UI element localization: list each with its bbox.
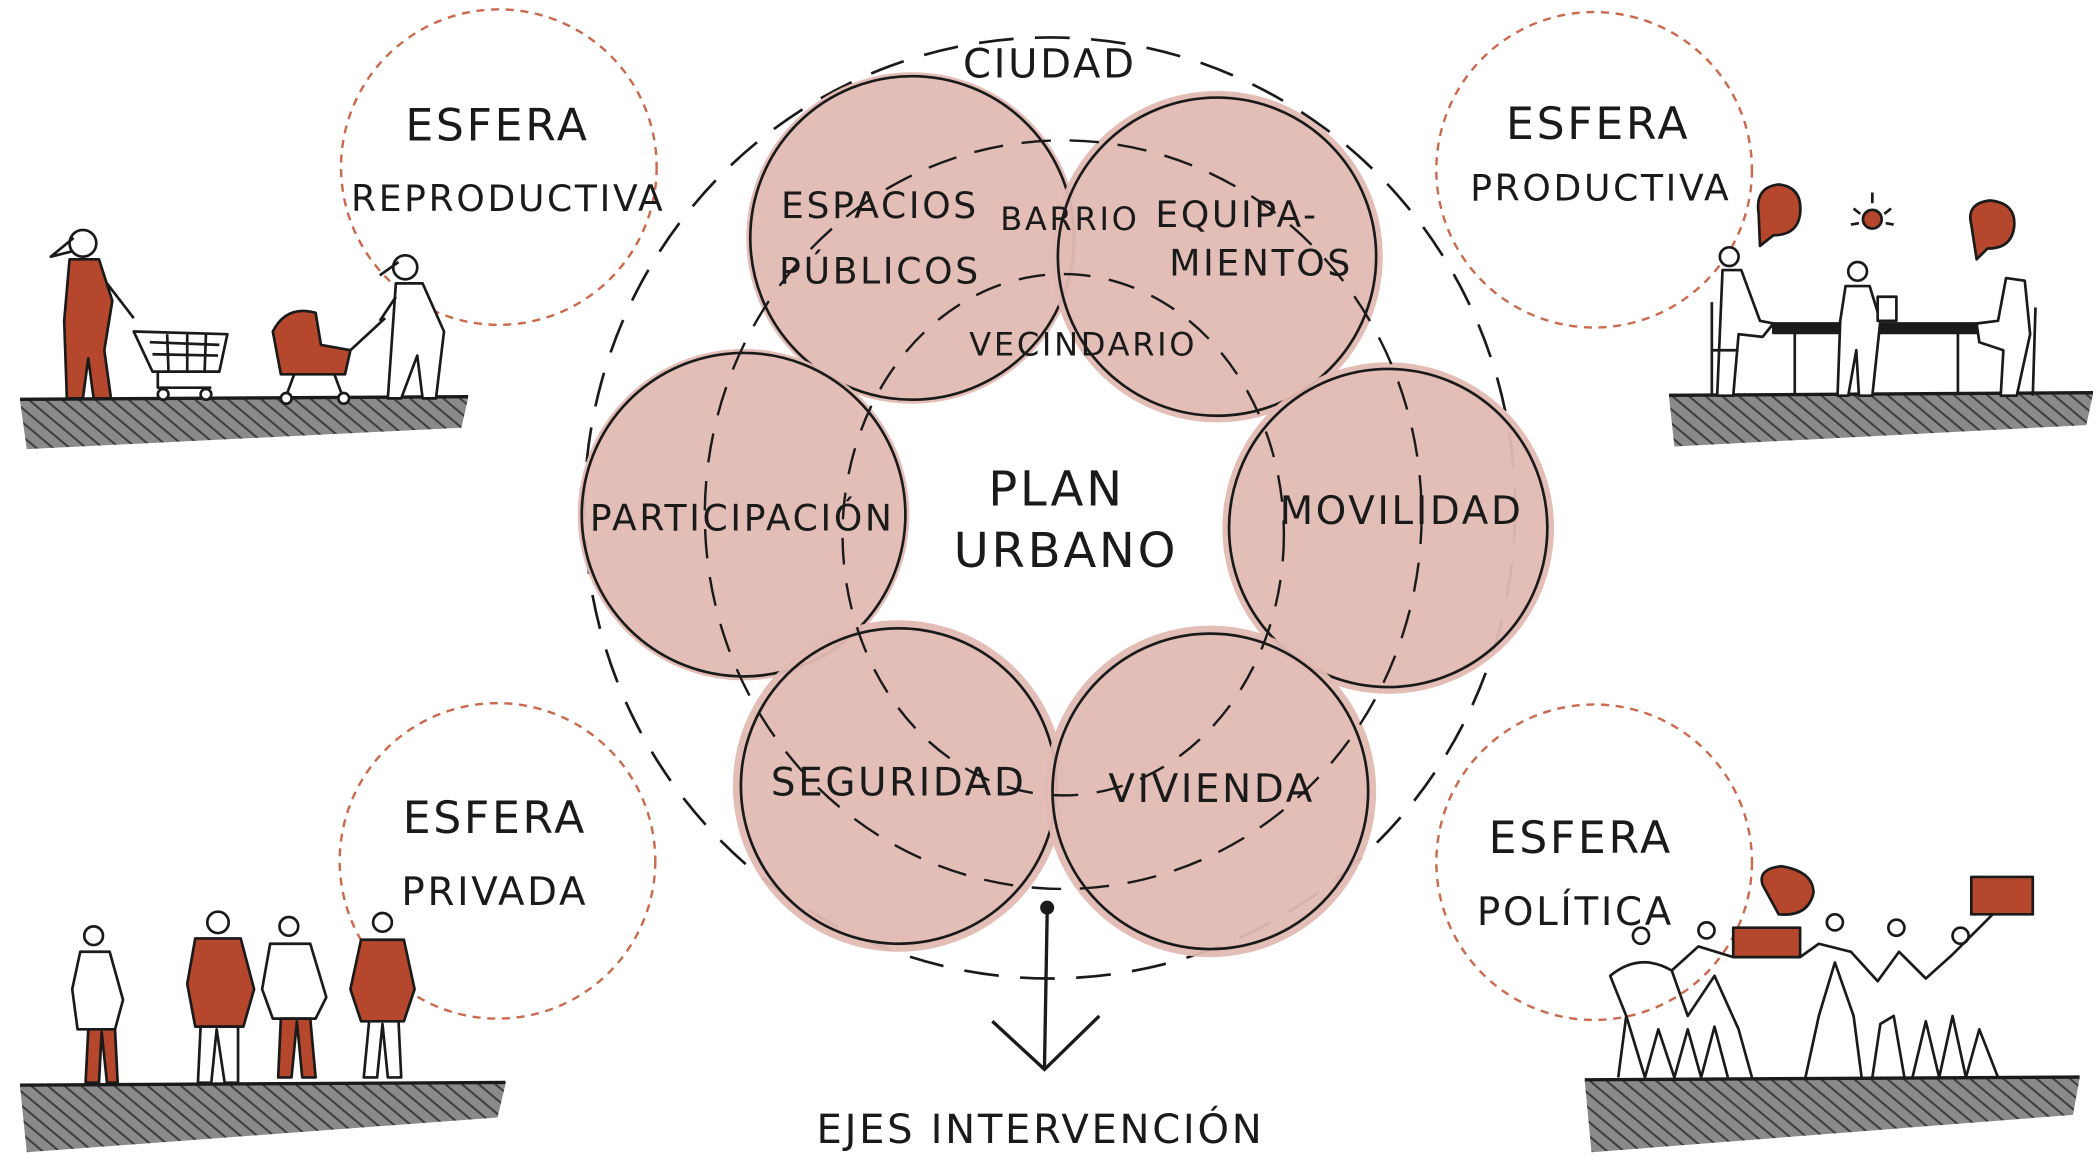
office-meeting-icon bbox=[1710, 183, 2037, 398]
ejes-intervencion-title: EJES INTERVENCIÓN bbox=[817, 1105, 1265, 1153]
barrio-label: BARRIO bbox=[1000, 200, 1139, 238]
sphere-productiva: ESFERA PRODUCTIVA bbox=[1435, 10, 1754, 329]
care-work-figures-icon bbox=[49, 228, 446, 406]
plan-label: PLAN bbox=[988, 461, 1125, 517]
sphere-politica: ESFERA POLÍTICA bbox=[1435, 703, 1754, 1022]
circle-equipamientos bbox=[1051, 90, 1383, 423]
sphere-privada-line1: ESFERA bbox=[403, 793, 587, 844]
sphere-reproductiva-line1: ESFERA bbox=[405, 100, 589, 151]
sphere-productiva-line1: ESFERA bbox=[1506, 99, 1690, 150]
circle-participacion bbox=[577, 348, 910, 681]
ground-top-right bbox=[1669, 391, 2094, 447]
barrio-ring bbox=[703, 139, 1423, 891]
espacios-label-line1: ESPACIOS bbox=[781, 184, 979, 227]
down-arrow-icon bbox=[991, 900, 1101, 1072]
sphere-privada-line2: PRIVADA bbox=[401, 870, 588, 915]
equipamientos-label-line1: EQUIPA- bbox=[1155, 193, 1318, 236]
sphere-politica-line1: ESFERA bbox=[1489, 813, 1673, 864]
urbano-label: URBANO bbox=[954, 523, 1179, 579]
ground-top-left bbox=[20, 395, 469, 450]
participacion-label: PARTICIPACIÓN bbox=[590, 497, 895, 540]
ground-bottom-right bbox=[1584, 1075, 2080, 1153]
sphere-reproductiva-line2: REPRODUCTIVA bbox=[351, 177, 665, 220]
espacios-label-line2: PÚBLICOS bbox=[779, 249, 981, 292]
sphere-productiva-line2: PRODUCTIVA bbox=[1470, 167, 1731, 210]
ground-bottom-left bbox=[20, 1080, 506, 1153]
equipamientos-label-line2: MIENTOS bbox=[1169, 241, 1353, 284]
vivienda-label: VIVIENDA bbox=[1108, 767, 1315, 812]
vecindario-label: VECINDARIO bbox=[969, 326, 1197, 364]
seguridad-label: SEGURIDAD bbox=[771, 760, 1027, 805]
sphere-reproductiva: ESFERA REPRODUCTIVA bbox=[339, 8, 665, 327]
ciudad-label: CIUDAD bbox=[963, 42, 1137, 88]
plan-urbano-center bbox=[920, 384, 1193, 658]
theme-circles bbox=[577, 72, 1555, 958]
circle-vivienda bbox=[1044, 625, 1377, 958]
sphere-privada: ESFERA PRIVADA bbox=[338, 701, 657, 1020]
protest-crowd-icon bbox=[1608, 864, 2035, 1079]
vecindario-ring bbox=[841, 272, 1286, 797]
people-walking-icon bbox=[70, 910, 416, 1085]
movilidad-label: MOVILIDAD bbox=[1280, 489, 1524, 534]
circle-movilidad bbox=[1222, 362, 1555, 694]
